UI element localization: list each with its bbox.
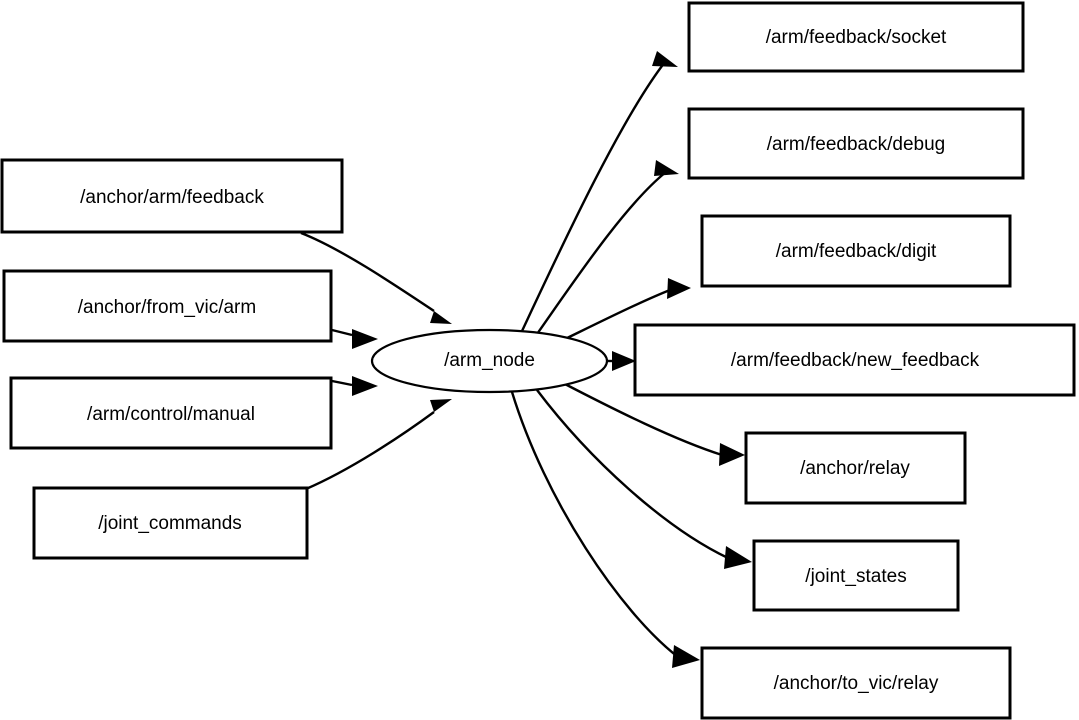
node-label: /arm/control/manual — [87, 404, 255, 425]
arrowhead-icon — [667, 278, 691, 299]
edge-arm_node-to-arm-feedback-debug — [536, 160, 679, 335]
node-box[interactable] — [9, 376, 333, 450]
node-label: /arm/feedback/debug — [767, 134, 946, 155]
node-label: /anchor/to_vic/relay — [774, 673, 939, 694]
node-box[interactable] — [0, 158, 344, 234]
node-box[interactable] — [687, 1, 1025, 73]
center-node-label: /arm_node — [444, 350, 535, 371]
node-label: /anchor/relay — [800, 458, 910, 479]
edge-anchor-from-vic-arm-to-arm_node — [331, 328, 378, 349]
topic-node-arm-control-manual[interactable]: /arm/control/manual — [9, 376, 333, 450]
arrowhead-icon — [352, 329, 378, 349]
node-ellipse[interactable] — [370, 328, 609, 394]
node-box[interactable] — [633, 323, 1076, 397]
center-node-arm_node[interactable]: /arm_node — [370, 328, 609, 394]
topic-node-arm-feedback-digit[interactable]: /arm/feedback/digit — [700, 214, 1012, 288]
node-box[interactable] — [752, 539, 960, 612]
node-box[interactable] — [744, 431, 967, 505]
node-label: /anchor/from_vic/arm — [78, 297, 256, 318]
node-label: /anchor/arm/feedback — [80, 187, 264, 208]
arrowhead-icon — [654, 160, 679, 176]
node-label: /joint_commands — [98, 513, 242, 534]
node-box[interactable] — [687, 107, 1025, 180]
node-box[interactable] — [2, 269, 333, 343]
topic-node-anchor-arm-feedback[interactable]: /anchor/arm/feedback — [0, 158, 344, 234]
arrowhead-icon — [672, 645, 700, 668]
node-box[interactable] — [32, 486, 309, 560]
edge-line — [331, 328, 353, 337]
edges-layer — [300, 51, 752, 668]
topic-node-arm-feedback-socket[interactable]: /arm/feedback/socket — [687, 1, 1025, 73]
node-box[interactable] — [700, 214, 1012, 288]
edge-arm-control-manual-to-arm_node — [331, 376, 378, 396]
node-label: /joint_states — [805, 566, 906, 587]
edge-arm_node-to-anchor-to-vic-relay — [510, 391, 700, 668]
edge-arm_node-to-joint-states — [536, 389, 752, 569]
edge-arm_node-to-arm-feedback-socket — [520, 51, 678, 332]
edge-line — [562, 381, 723, 457]
edge-line — [536, 389, 729, 560]
edge-joint-commands-to-arm_node — [305, 399, 452, 491]
edge-line — [331, 379, 353, 387]
arrowhead-icon — [719, 443, 745, 466]
edge-arm_node-to-anchor-relay — [562, 381, 745, 466]
edge-anchor-arm-feedback-to-arm_node — [300, 231, 452, 324]
topic-node-joint-states[interactable]: /joint_states — [752, 539, 960, 612]
edge-line — [562, 288, 671, 342]
topic-node-arm-feedback-debug[interactable]: /arm/feedback/debug — [687, 107, 1025, 180]
edge-arm_node-to-arm-feedback-new-feedback — [608, 351, 636, 371]
arrowhead-icon — [430, 399, 452, 412]
edge-line — [305, 411, 435, 491]
arrowhead-icon — [430, 311, 452, 324]
edge-line — [520, 61, 666, 332]
arrowhead-icon — [612, 351, 636, 371]
edge-line — [510, 391, 679, 658]
node-box[interactable] — [700, 646, 1012, 720]
arrowhead-icon — [724, 546, 752, 569]
node-label: /arm/feedback/socket — [766, 27, 947, 48]
edge-arm_node-to-arm-feedback-digit — [562, 278, 691, 342]
arrowhead-icon — [352, 376, 378, 396]
edge-line — [536, 171, 667, 335]
topic-node-arm-feedback-new-feedback[interactable]: /arm/feedback/new_feedback — [633, 323, 1076, 397]
topic-node-anchor-relay[interactable]: /anchor/relay — [744, 431, 967, 505]
node-label: /arm/feedback/new_feedback — [731, 350, 980, 371]
topic-node-anchor-to-vic-relay[interactable]: /anchor/to_vic/relay — [700, 646, 1012, 720]
topic-node-anchor-from-vic-arm[interactable]: /anchor/from_vic/arm — [2, 269, 333, 343]
edge-line — [300, 231, 435, 312]
topic-node-joint-commands[interactable]: /joint_commands — [32, 486, 309, 560]
arrowhead-icon — [652, 51, 678, 67]
node-label: /arm/feedback/digit — [776, 241, 937, 262]
